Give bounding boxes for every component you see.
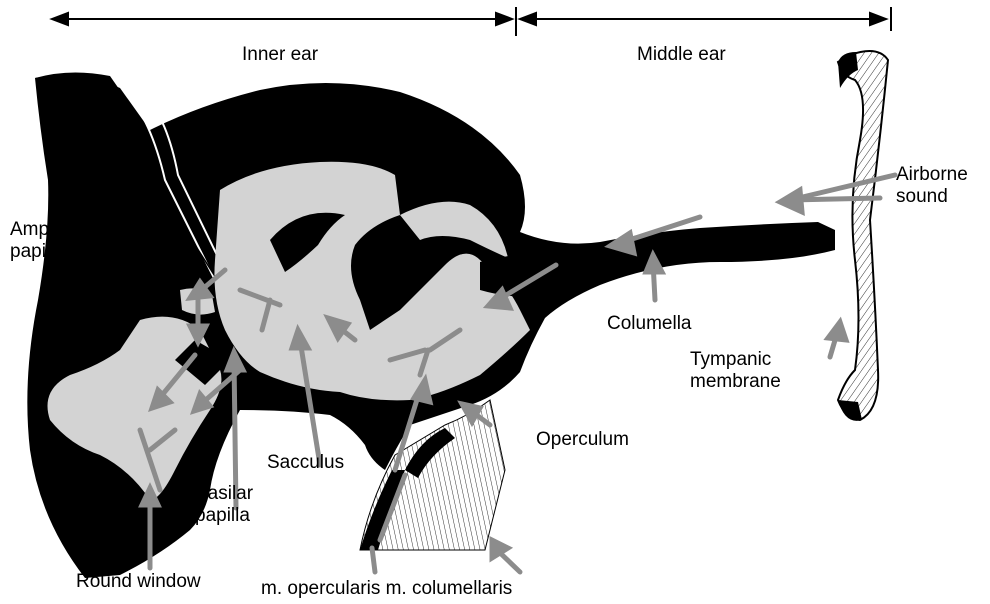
- tympanic-membrane: [838, 51, 888, 421]
- sacculus-label: Sacculus: [267, 452, 344, 474]
- amphibian-papilla-label: Amphibian papilla: [10, 219, 100, 263]
- muscles-label: m. opercularis m. columellaris: [261, 578, 512, 600]
- region-scale-bar: [52, 7, 891, 36]
- basilar-papilla-label: Basilar papilla: [195, 483, 253, 527]
- middle-ear-label: Middle ear: [637, 44, 726, 66]
- airborne-sound-label: Airborne sound: [896, 164, 968, 208]
- operculum-label: Operculum: [536, 429, 629, 451]
- inner-ear-label: Inner ear: [242, 44, 318, 66]
- tympanic-membrane-label: Tympanic membrane: [690, 349, 781, 393]
- round-window-label: Round window: [76, 571, 201, 593]
- columella-label: Columella: [607, 313, 691, 335]
